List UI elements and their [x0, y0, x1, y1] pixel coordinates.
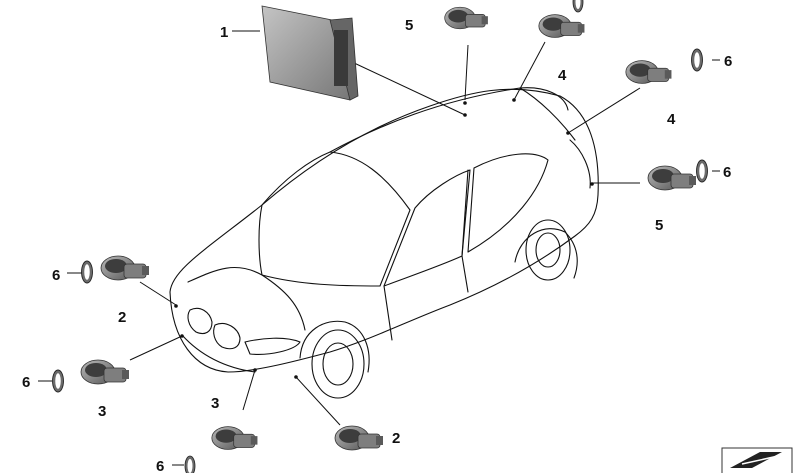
callout-5-top: 5 — [405, 17, 413, 34]
sensor-2-left — [100, 255, 150, 281]
diagram-marker-icon — [721, 447, 793, 473]
sensor-4-top — [538, 14, 585, 38]
ring-left-lower — [51, 369, 65, 393]
callout-2-left: 2 — [118, 309, 126, 326]
callout-6-right-top: 6 — [724, 53, 732, 70]
callout-2-bottom: 2 — [392, 430, 400, 447]
callout-6-left: 6 — [52, 267, 60, 284]
ring-right-mid — [695, 159, 709, 183]
ring-bottom — [184, 455, 196, 473]
callout-3-bottom: 3 — [211, 395, 219, 412]
car-outline — [169, 87, 599, 399]
sensor-3-left — [80, 359, 130, 385]
sensor-5-right — [647, 165, 697, 191]
sensor-4-right — [625, 60, 672, 84]
attachment-dots — [174, 98, 594, 379]
sensor-5-top — [444, 6, 489, 30]
callout-6-right-mid: 6 — [723, 164, 731, 181]
ring-top — [572, 0, 584, 13]
sensor-2-bottom — [334, 425, 384, 451]
callout-3-left: 3 — [98, 403, 106, 420]
callout-6-left-lower: 6 — [22, 374, 30, 391]
control-module — [261, 5, 359, 101]
callout-6-bottom: 6 — [156, 458, 164, 473]
callout-4-top: 4 — [558, 67, 567, 84]
callout-5-right: 5 — [655, 217, 663, 234]
sensor-3-bottom — [211, 426, 258, 450]
leader-lines — [38, 30, 720, 466]
ring-right-top — [690, 48, 704, 72]
callout-1: 1 — [220, 24, 228, 41]
callout-4-right: 4 — [667, 111, 676, 128]
ring-left — [80, 260, 94, 284]
